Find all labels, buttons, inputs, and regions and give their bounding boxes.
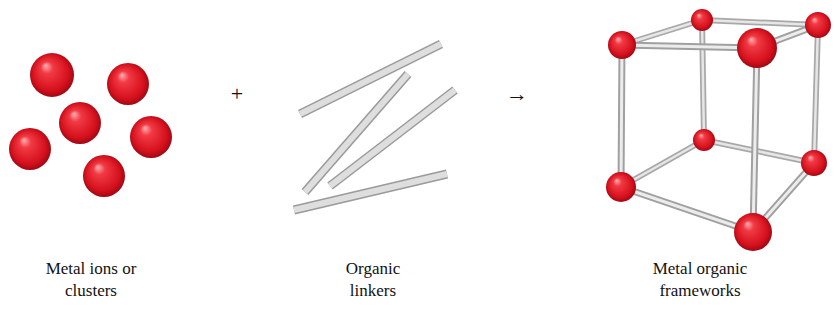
cube-front-bonds (621, 25, 818, 232)
organic-linkers (294, 44, 455, 210)
metal-node (691, 9, 713, 31)
cube-back-bonds (621, 20, 818, 187)
metal-node (734, 213, 772, 251)
caption-text: Metal ions or clusters (29, 258, 153, 302)
metal-node (805, 12, 831, 38)
linker-stick (294, 174, 447, 210)
metal-node (737, 28, 777, 68)
metal-sphere (130, 116, 172, 158)
caption-text: Metal organic frameworks (633, 258, 767, 302)
metal-sphere (9, 128, 51, 170)
metal-node (693, 129, 715, 151)
cube-back-bonds-highlight (621, 20, 818, 187)
linker-stick (300, 44, 441, 114)
metal-ions (9, 53, 172, 197)
metal-sphere (107, 63, 149, 105)
metal-node (606, 172, 636, 202)
metal-sphere (83, 155, 125, 197)
caption-text: Organic linkers (331, 258, 415, 302)
metal-sphere (30, 53, 74, 97)
metal-node (608, 31, 636, 59)
operator-symbol: + (217, 80, 257, 109)
metal-node (801, 150, 827, 176)
linker-stick (330, 90, 455, 186)
arrow-symbol: → (495, 80, 539, 109)
framework-cube (606, 9, 831, 251)
metal-sphere (59, 102, 101, 144)
cube-front-bonds-highlight (621, 25, 818, 232)
